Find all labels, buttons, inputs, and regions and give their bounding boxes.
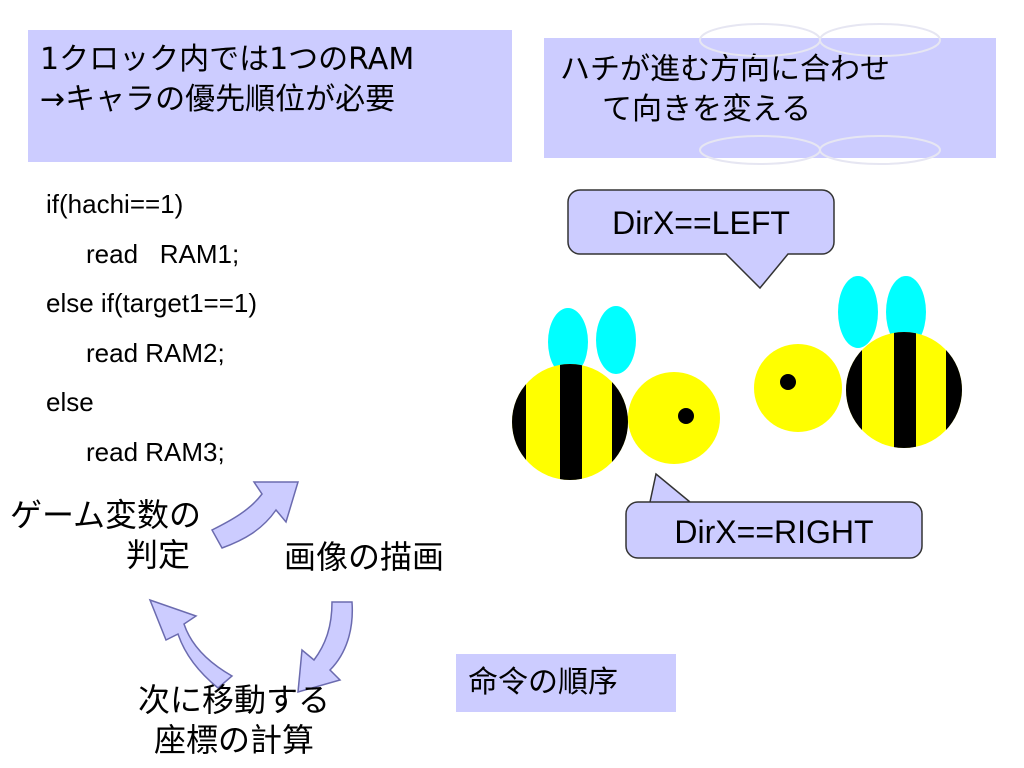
bee-wing	[596, 306, 636, 374]
code-line: else	[46, 387, 94, 418]
cycle-arrows	[148, 481, 354, 694]
instruction-order-label: 命令の順序	[468, 665, 618, 700]
code-line: read RAM2;	[86, 337, 225, 368]
code-line: read RAM3;	[86, 436, 225, 467]
arrow-calc-to-judge	[148, 598, 234, 689]
priority-note-line2: →キャラの優先順位が必要	[40, 82, 396, 117]
cycle-step-draw: 画像の描画	[284, 538, 445, 576]
code-snippet: if(hachi==1) read RAM1; else if(target1=…	[46, 180, 257, 478]
bee-stripe	[846, 332, 862, 448]
bee-stripe	[894, 332, 916, 448]
instruction-order-box: 命令の順序	[456, 654, 676, 712]
direction-note-line2: て向きを変える	[602, 92, 812, 127]
bee-stripe	[612, 364, 628, 480]
bee-eye	[780, 374, 796, 390]
callout-right: DirX==RIGHT	[625, 472, 923, 559]
bee-left-facing	[512, 306, 720, 480]
bee-wing	[886, 276, 926, 348]
callout-right-text: DirX==RIGHT	[674, 514, 873, 550]
arrow-draw-to-calc	[297, 601, 354, 694]
cycle-calc-line2: 座標の計算	[154, 721, 315, 759]
arrow-judge-to-draw	[210, 481, 300, 549]
cycle-step-calc: 次に移動する 座標の計算	[138, 680, 330, 760]
callout-left: DirX==LEFT	[567, 189, 835, 290]
cycle-step-judge: ゲーム変数の 判定	[10, 495, 201, 575]
cycle-calc-line1: 次に移動する	[138, 681, 331, 719]
bee-head	[628, 372, 720, 464]
bee-wing	[548, 308, 588, 376]
direction-note-line1: ハチが進む方向に合わせ	[560, 52, 890, 87]
code-line: read RAM1;	[86, 238, 240, 269]
cycle-judge-line2: 判定	[126, 536, 191, 574]
bee-head	[754, 344, 842, 432]
bee-stripe	[560, 364, 582, 480]
cycle-judge-line1: ゲーム変数の	[10, 496, 202, 534]
priority-note-box: 1クロック内では1つのRAM →キャラの優先順位が必要	[28, 30, 512, 162]
priority-note-line1: 1クロック内では1つのRAM	[40, 42, 415, 77]
bee-eye	[678, 408, 694, 424]
background-ovals	[699, 23, 941, 165]
bee-stripe	[512, 364, 526, 480]
bee-right-facing	[754, 276, 962, 448]
code-line: if(hachi==1)	[46, 189, 184, 219]
callout-left-text: DirX==LEFT	[612, 205, 790, 241]
direction-note-box: ハチが進む方向に合わせ て向きを変える	[544, 38, 996, 158]
bee-wing	[838, 276, 878, 348]
bee-stripe	[946, 332, 962, 448]
code-line: else if(target1==1)	[46, 288, 258, 319]
